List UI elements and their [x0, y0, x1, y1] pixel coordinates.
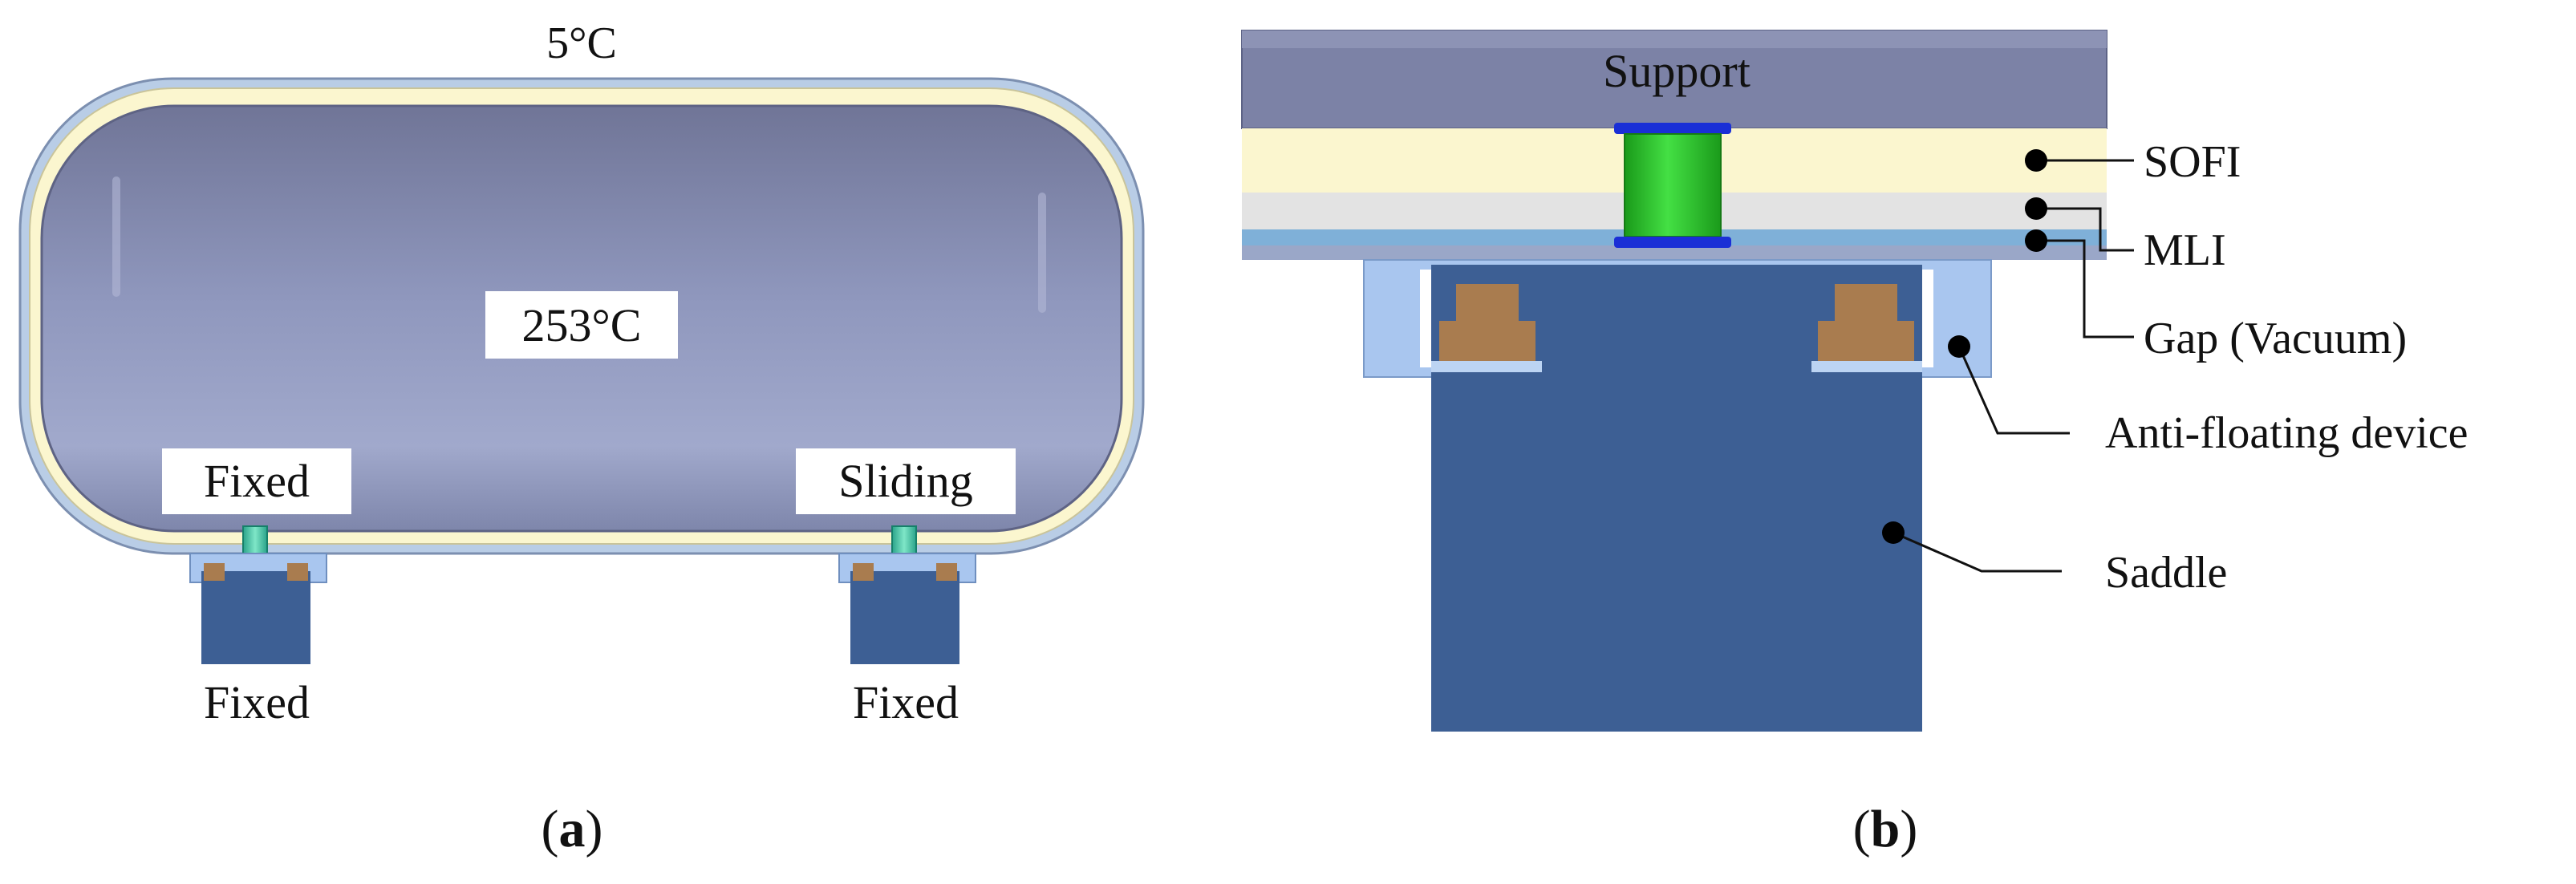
- right-support-label: Sliding: [838, 455, 973, 507]
- anti-floating-label: Anti-floating device: [2105, 408, 2468, 458]
- inner-temperature-label: 253°C: [522, 299, 642, 351]
- vessel-highlight-right: [1038, 193, 1046, 313]
- right-saddle: [850, 571, 959, 664]
- right-support-label-box: [796, 448, 1016, 514]
- support-cylinder: [1624, 133, 1722, 237]
- anti-floating-inner-right-slot: [1922, 270, 1933, 367]
- panel-b-caption: (b): [1853, 800, 1918, 858]
- left-support: [189, 525, 327, 664]
- anti-floating-inner-left-slot: [1420, 270, 1431, 367]
- outer-shell-band: [1242, 245, 2107, 260]
- support-column: [1614, 123, 1731, 248]
- anti-floating-marker-dot: [1948, 335, 1970, 358]
- panel-b-caption-close: ): [1900, 800, 1917, 858]
- left-pad-1: [204, 563, 225, 581]
- left-saddle: [201, 571, 310, 664]
- left-support-post: [242, 525, 268, 554]
- panel-a-caption-open: (: [542, 800, 559, 858]
- gap-label: Gap (Vacuum): [2144, 314, 2407, 363]
- panel-a: 5°C 253°C Fixed Sliding Fixed Fixed (a): [18, 18, 1145, 858]
- panel-b: Support SOFI MLI Gap (Vacuum) Anti-float…: [1241, 30, 2468, 858]
- mli-marker-dot: [2025, 197, 2047, 220]
- right-pad-1: [853, 563, 874, 581]
- vessel-highlight-left: [112, 176, 120, 297]
- sofi-label: SOFI: [2144, 137, 2241, 187]
- sofi-marker-dot: [2025, 149, 2047, 172]
- right-saddle-label: Fixed: [853, 676, 959, 728]
- left-saddle-label: Fixed: [204, 676, 310, 728]
- panel-a-caption-letter: a: [559, 800, 586, 858]
- vessel-wall-top-highlight: [1242, 30, 2107, 48]
- left-support-label-box: [162, 448, 351, 514]
- support-flange-top: [1614, 123, 1731, 134]
- saddle-label: Saddle: [2105, 548, 2227, 598]
- right-support-post: [891, 525, 917, 554]
- right-support: [838, 525, 976, 664]
- saddle-marker-dot: [1882, 521, 1905, 544]
- mli-label: MLI: [2144, 225, 2226, 275]
- outer-temperature-label: 5°C: [546, 18, 617, 68]
- left-pad-2: [287, 563, 308, 581]
- support-flange-bottom: [1614, 237, 1731, 248]
- panel-b-caption-letter: b: [1871, 800, 1901, 858]
- leader-lines: [1892, 159, 2134, 573]
- panel-b-caption-open: (: [1853, 800, 1871, 858]
- panel-a-caption: (a): [542, 800, 603, 858]
- left-support-label: Fixed: [204, 455, 310, 507]
- left-pad: [1431, 284, 1542, 372]
- panel-a-caption-close: ): [586, 800, 603, 858]
- support-label: Support: [1603, 45, 1750, 97]
- right-pad-2: [936, 563, 957, 581]
- gap-marker-dot: [2025, 229, 2047, 252]
- right-pad: [1811, 284, 1922, 372]
- inner-temperature-box: [485, 291, 678, 359]
